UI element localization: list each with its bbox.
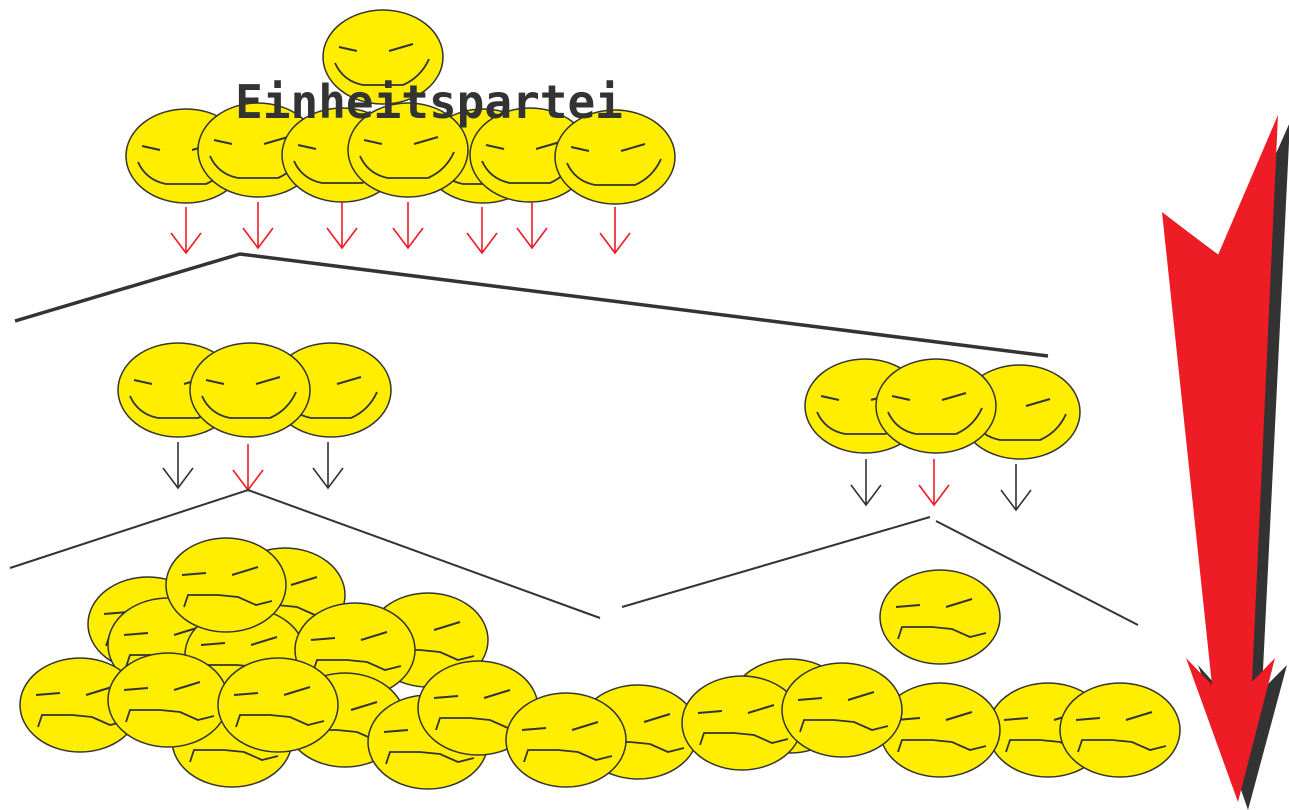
middle-right-face-2 <box>875 358 997 454</box>
middle-group-left <box>117 342 392 438</box>
arrow-red-right-2 <box>918 458 950 506</box>
right-branch-line <box>621 516 1139 626</box>
middle-left-arrows <box>162 441 344 491</box>
arrow-dark-right-1 <box>850 458 882 506</box>
arrow-red-2 <box>242 201 274 249</box>
arrow-red-4 <box>392 201 424 249</box>
person-face <box>505 692 627 788</box>
middle-left-face-2 <box>189 342 311 438</box>
middle-right-arrows <box>850 458 1032 511</box>
party-group: Einheitspartei <box>125 9 676 205</box>
top-branch-line <box>14 252 1049 358</box>
person-face <box>217 657 339 753</box>
person-face <box>1059 682 1181 778</box>
people-cluster-left <box>19 537 699 790</box>
arrow-red-1 <box>170 206 202 254</box>
arrow-red-6 <box>516 201 548 249</box>
arrow-red-7 <box>599 206 631 254</box>
arrow-dark-right-3 <box>1000 463 1032 511</box>
party-arrows <box>170 201 631 254</box>
people-cluster-right <box>681 569 1181 778</box>
arrow-red-3 <box>326 201 358 249</box>
arrow-dark-left-3 <box>312 441 344 489</box>
big-arrow <box>1162 115 1278 802</box>
person-face <box>781 662 903 758</box>
party-title: Einheitspartei <box>235 75 623 129</box>
big-down-arrow <box>1162 115 1289 810</box>
arrow-red-5 <box>466 206 498 254</box>
arrow-red-left-2 <box>232 443 264 491</box>
middle-group-right <box>804 358 1081 460</box>
person-face <box>879 569 1001 665</box>
person-face <box>107 652 229 748</box>
arrow-dark-left-1 <box>162 441 194 489</box>
person-face <box>165 537 287 633</box>
left-branch-line <box>9 488 601 619</box>
